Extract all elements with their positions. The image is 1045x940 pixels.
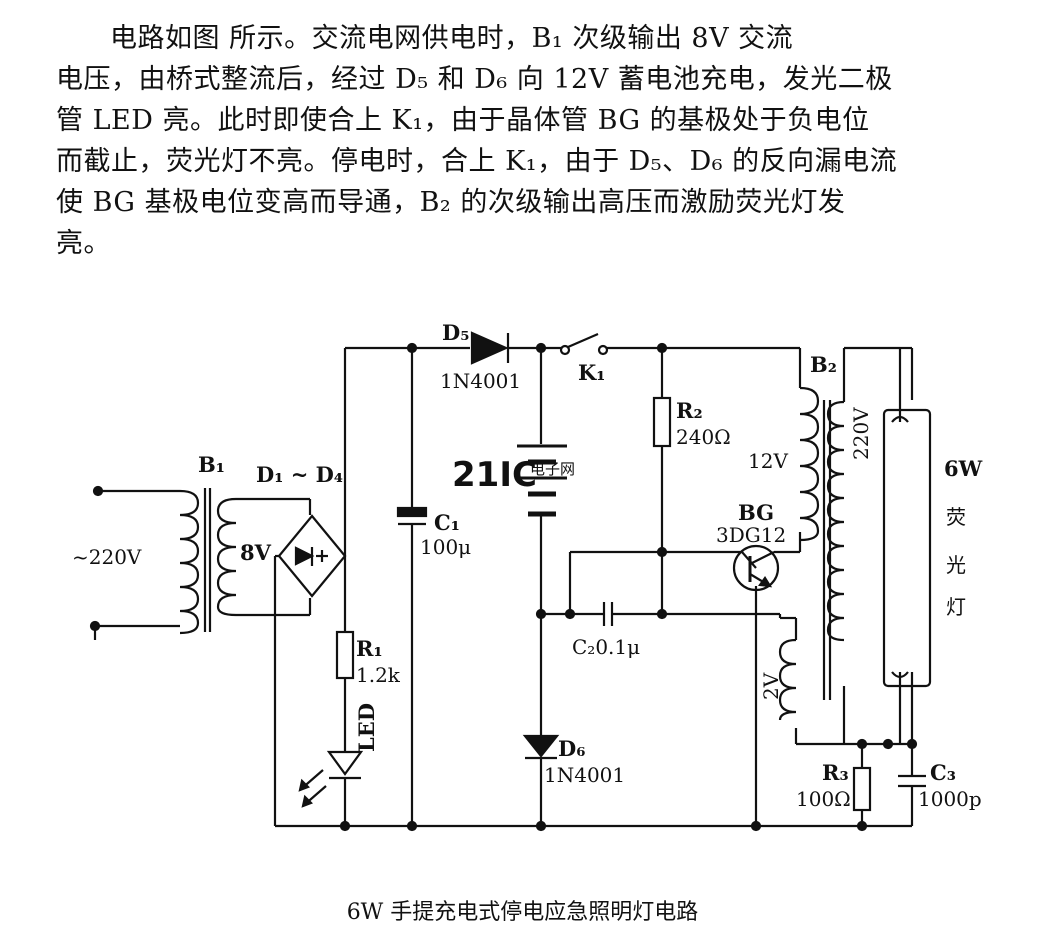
watermark: 21IC 电子网 xyxy=(452,455,575,495)
transformer-b1 xyxy=(179,488,312,635)
feedback-winding-label: 2V xyxy=(759,672,783,700)
r2-value-label: 240Ω xyxy=(676,425,731,449)
led-label: LED xyxy=(354,703,379,752)
k1-contact-left xyxy=(559,344,571,356)
ac-input-label: ~220V xyxy=(72,545,142,569)
r1-value-label: 1.2k xyxy=(356,663,401,687)
c1-value-label: 100μ xyxy=(420,535,471,559)
b2-secondary-coil xyxy=(826,400,845,642)
base-network xyxy=(541,546,782,626)
d6-diode xyxy=(522,734,560,826)
description-line: 而截止，荧光灯不亮。停电时，合上 K₁，由于 D₅、D₆ 的反向漏电流 xyxy=(56,146,898,177)
lamp-name-char: 荧 xyxy=(946,505,966,529)
r2-label: R₂ xyxy=(676,398,703,423)
c1-label: C₁ xyxy=(434,510,460,535)
b1-secondary-label: 8V xyxy=(240,540,272,565)
lamp-name-char: 光 xyxy=(946,553,966,577)
d5-label: D₅ xyxy=(442,320,469,345)
d6-label: D₆ xyxy=(558,736,585,761)
fluorescent-lamp xyxy=(882,346,932,744)
transformer-b2 xyxy=(778,346,918,750)
b2-primary-coil xyxy=(799,386,820,542)
r3-value-label: 100Ω xyxy=(796,787,851,811)
description-line: 管 LED 亮。此时即使合上 K₁，由于晶体管 BG 的基极处于负电位 xyxy=(56,105,870,136)
bridge-rectifier xyxy=(273,348,347,826)
c3-value-label: 1000p xyxy=(918,787,982,811)
c3-label: C₃ xyxy=(930,760,956,785)
r1-label: R₁ xyxy=(356,636,383,661)
top-rail xyxy=(345,331,800,365)
bottom-rail xyxy=(275,820,912,832)
d6-part-label: 1N4001 xyxy=(544,763,625,787)
description-line: 亮。 xyxy=(56,228,111,259)
led-diode xyxy=(326,750,364,776)
description-line: 电路如图 所示。交流电网供电时，B₁ 次级输出 8V 交流 xyxy=(110,23,794,54)
c2-label: C₂0.1μ xyxy=(572,635,640,659)
b2-primary-label: 12V xyxy=(748,449,788,473)
component-labels: ~220V B₁ 8V D₁ ~ D₄ D₅ 1N4001 K₁ R₂ 240Ω… xyxy=(72,320,983,811)
b2-feedback-coil xyxy=(778,638,797,721)
d5-part-label: 1N4001 xyxy=(440,369,521,393)
r2-resistor xyxy=(652,348,672,620)
b2-label: B₂ xyxy=(810,352,837,377)
r3-resistor xyxy=(852,744,872,826)
description-paragraph: 电路如图 所示。交流电网供电时，B₁ 次级输出 8V 交流 电压，由桥式整流后，… xyxy=(56,18,1006,264)
k1-switch-blade xyxy=(567,332,599,349)
bridge-label: D₁ ~ D₄ xyxy=(256,462,343,487)
lamp-name-char: 灯 xyxy=(946,595,966,619)
b2-secondary-label: 220V xyxy=(849,407,873,460)
transistor-bg xyxy=(732,544,800,826)
capacitor-c3 xyxy=(898,744,926,826)
capacitor-c1 xyxy=(396,348,428,826)
b1-primary-coil xyxy=(179,489,200,635)
battery xyxy=(517,348,567,736)
r1-led-branch xyxy=(298,556,364,826)
d5-diode xyxy=(470,331,509,365)
watermark-logo: 21IC xyxy=(452,455,537,495)
k1-contact-right xyxy=(597,344,609,356)
diagram-caption: 6W 手提充电式停电应急照明灯电路 xyxy=(346,900,699,925)
description-line: 电压，由桥式整流后，经过 D₅ 和 D₆ 向 12V 蓄电池充电，发光二极 xyxy=(56,64,893,95)
r1-resistor xyxy=(335,630,355,680)
r3-label: R₃ xyxy=(822,760,849,785)
ac-input xyxy=(89,485,180,640)
lamp-rating-label: 6W xyxy=(944,456,983,481)
description-line: 使 BG 基极电位变高而导通，B₂ 的次级输出高压而激励荧光灯发 xyxy=(56,187,846,218)
b1-label: B₁ xyxy=(198,452,225,477)
bg-label: BG xyxy=(738,500,774,525)
b1-secondary-coil xyxy=(216,497,237,617)
bg-part-label: 3DG12 xyxy=(716,523,786,547)
k1-label: K₁ xyxy=(578,360,605,385)
